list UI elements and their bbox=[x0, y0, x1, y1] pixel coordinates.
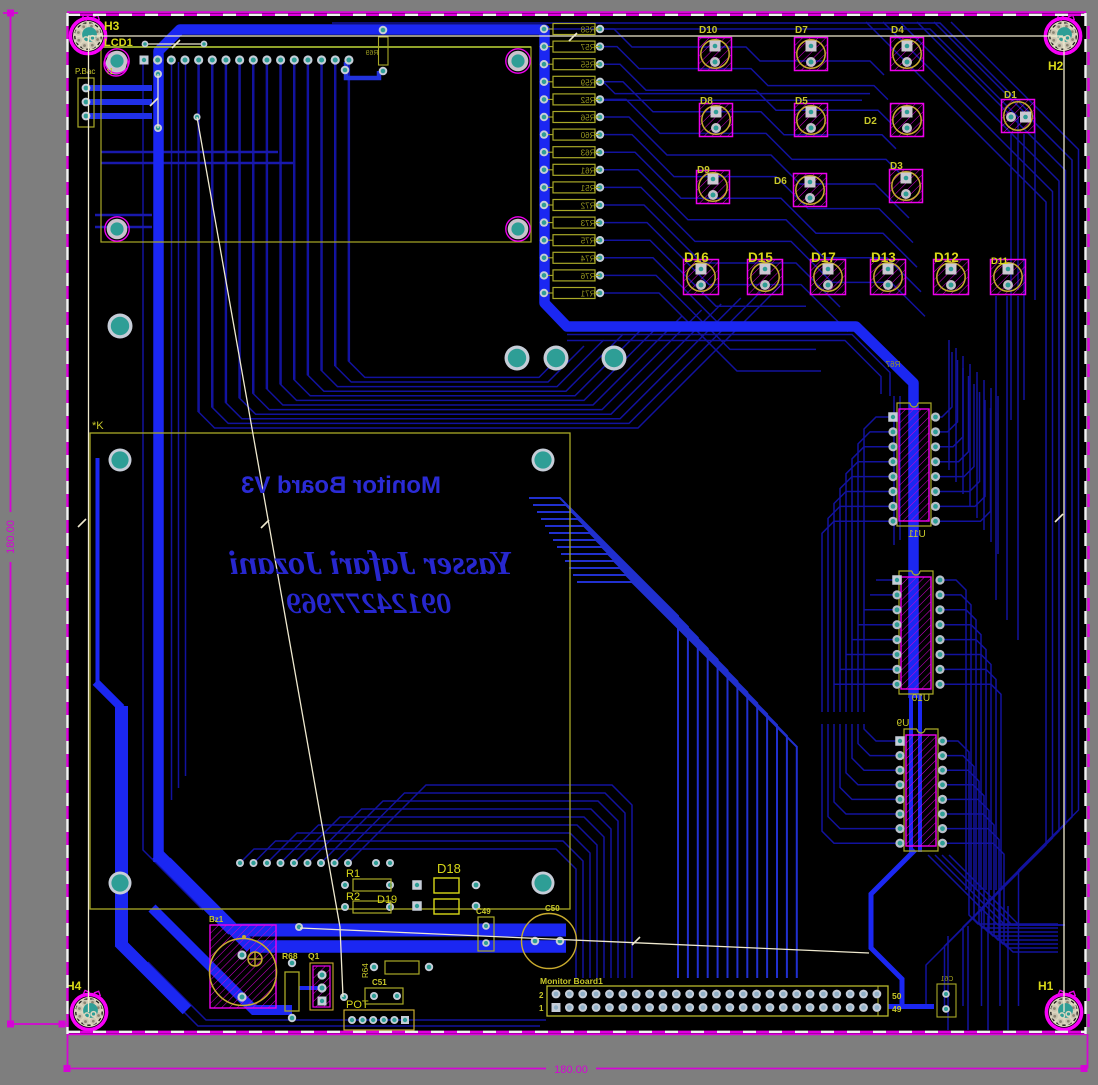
svg-text:R74: R74 bbox=[580, 254, 595, 263]
svg-text:D1: D1 bbox=[1004, 90, 1017, 101]
svg-text:U9: U9 bbox=[896, 718, 909, 729]
svg-text:R2: R2 bbox=[346, 891, 360, 903]
svg-text:Q1: Q1 bbox=[308, 951, 320, 961]
svg-text:R56: R56 bbox=[580, 114, 595, 123]
svg-text:D15: D15 bbox=[748, 250, 773, 265]
svg-text:180.00: 180.00 bbox=[5, 520, 17, 554]
svg-text:R1: R1 bbox=[346, 868, 360, 880]
svg-text:Bz1: Bz1 bbox=[209, 915, 224, 924]
svg-text:R64: R64 bbox=[361, 963, 370, 978]
svg-text:C51: C51 bbox=[372, 978, 387, 987]
svg-text:R61: R61 bbox=[580, 166, 595, 175]
svg-text:D11: D11 bbox=[991, 256, 1009, 267]
svg-text:R76: R76 bbox=[580, 272, 595, 281]
svg-text:R69: R69 bbox=[365, 50, 378, 57]
svg-text:D10: D10 bbox=[699, 25, 718, 36]
svg-text:H3: H3 bbox=[104, 19, 120, 33]
svg-text:R73: R73 bbox=[580, 219, 595, 228]
svg-text:R63: R63 bbox=[580, 149, 595, 158]
svg-text:D13: D13 bbox=[871, 250, 896, 265]
svg-text:Yasser Jafari Jozani: Yasser Jafari Jozani bbox=[228, 545, 513, 582]
svg-text:R75: R75 bbox=[580, 237, 595, 246]
svg-text:2: 2 bbox=[539, 991, 544, 1000]
svg-text:P.Bac: P.Bac bbox=[75, 67, 95, 76]
svg-text:H4: H4 bbox=[66, 979, 82, 993]
svg-text:D19: D19 bbox=[377, 894, 397, 906]
svg-text:R55: R55 bbox=[580, 61, 595, 70]
svg-text:R60: R60 bbox=[580, 131, 595, 140]
svg-text:Monitor Board1: Monitor Board1 bbox=[540, 976, 603, 986]
svg-text:D7: D7 bbox=[795, 25, 808, 36]
svg-text:H1: H1 bbox=[1038, 979, 1054, 993]
svg-text:D18: D18 bbox=[437, 861, 461, 876]
svg-text:U10: U10 bbox=[911, 693, 930, 704]
svg-text:D6: D6 bbox=[774, 176, 787, 187]
svg-text:t1: t1 bbox=[107, 67, 114, 76]
svg-text:180.00: 180.00 bbox=[554, 1064, 588, 1076]
svg-text:50: 50 bbox=[892, 991, 902, 1001]
svg-text:R59: R59 bbox=[580, 78, 595, 87]
svg-text:R52: R52 bbox=[580, 96, 595, 105]
svg-text:C50: C50 bbox=[545, 904, 560, 913]
svg-text:D3: D3 bbox=[890, 161, 903, 172]
svg-text:R58: R58 bbox=[580, 26, 595, 35]
svg-text:R51: R51 bbox=[580, 184, 595, 193]
svg-text:1: 1 bbox=[539, 1004, 544, 1013]
svg-text:H2: H2 bbox=[1048, 59, 1064, 73]
svg-text:D9: D9 bbox=[697, 165, 710, 176]
svg-text:C49: C49 bbox=[476, 907, 491, 916]
svg-text:R71: R71 bbox=[580, 290, 595, 299]
svg-text:R57: R57 bbox=[580, 43, 595, 52]
svg-text:LCD1: LCD1 bbox=[104, 37, 133, 49]
svg-text:D8: D8 bbox=[700, 96, 713, 107]
svg-text:U11: U11 bbox=[908, 529, 926, 540]
svg-text:D2: D2 bbox=[864, 116, 877, 127]
svg-text:D17: D17 bbox=[811, 250, 836, 265]
svg-text:D12: D12 bbox=[934, 250, 959, 265]
svg-text:C61: C61 bbox=[940, 976, 953, 983]
svg-text:R72: R72 bbox=[580, 202, 595, 211]
svg-text:49: 49 bbox=[892, 1004, 902, 1014]
svg-text:Monitor Board V3: Monitor Board V3 bbox=[241, 472, 441, 499]
svg-text:D5: D5 bbox=[795, 96, 808, 107]
svg-text:POT: POT bbox=[346, 999, 369, 1011]
svg-text:R68: R68 bbox=[282, 951, 298, 961]
svg-text:R67: R67 bbox=[885, 360, 900, 369]
svg-text:D4: D4 bbox=[891, 25, 904, 36]
svg-text:*K: *K bbox=[92, 420, 104, 432]
svg-text:09124277969: 09124277969 bbox=[287, 587, 452, 620]
svg-text:D16: D16 bbox=[684, 250, 709, 265]
